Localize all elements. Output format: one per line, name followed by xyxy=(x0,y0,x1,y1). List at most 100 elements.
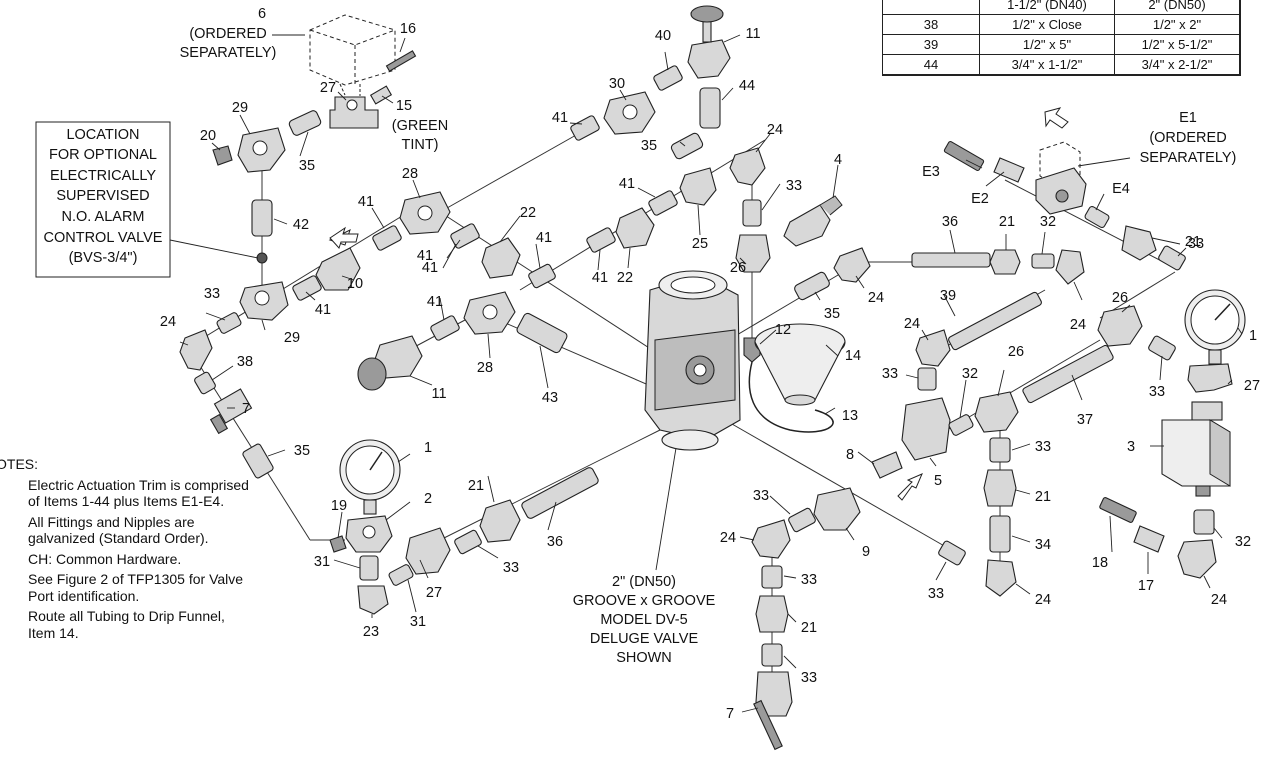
nipple-38-part xyxy=(194,371,216,395)
svg-text:(GREEN: (GREEN xyxy=(392,118,448,134)
svg-text:SUPERVISED: SUPERVISED xyxy=(56,188,149,204)
label-p11a: 11 xyxy=(745,26,760,42)
label-pE4: E4 xyxy=(1112,181,1130,197)
table-cell: 3/4" x 2-1/2" xyxy=(1114,54,1241,76)
label-p19: 19 xyxy=(331,498,347,514)
nipple-size-table: 1-1/2" (DN40) 2" (DN50) 38 1/2" x Close … xyxy=(882,0,1241,76)
nipple-41-g-part xyxy=(648,190,678,216)
callout-valve-caption: 2" (DN50) GROOVE x GROOVE MODEL DV-5 DEL… xyxy=(573,574,716,666)
svg-text:TINT): TINT) xyxy=(401,137,438,153)
svg-text:(BVS-3/4"): (BVS-3/4") xyxy=(69,250,138,266)
fitting-E4-part xyxy=(1084,205,1110,229)
table-row: 39 1/2" x 5" 1/2" x 5-1/2" xyxy=(882,34,1241,55)
label-p15: 15 xyxy=(396,98,412,114)
label-p31b: 31 xyxy=(410,614,426,630)
fitting-8-part xyxy=(871,451,903,479)
svg-text:DELUGE VALVE: DELUGE VALVE xyxy=(590,631,699,647)
nipple-41-i-part xyxy=(430,315,460,341)
label-p30: 30 xyxy=(609,76,625,92)
nipple-36-lower-part xyxy=(521,467,599,519)
label-p24c: 24 xyxy=(868,290,884,306)
table-cell: 3/4" x 1-1/2" xyxy=(979,54,1115,76)
table-cell: 2" (DN50) xyxy=(1114,0,1241,15)
tee-9-part xyxy=(813,487,861,531)
nipple-32-c-part xyxy=(1193,509,1215,535)
svg-text:GROOVE x GROOVE: GROOVE x GROOVE xyxy=(573,593,716,609)
callout-ordered-separately-6: (ORDERED SEPARATELY) xyxy=(180,26,277,61)
leader-lines xyxy=(169,34,1243,713)
nipple-41-h-part xyxy=(586,227,616,253)
drip-funnel-14-part xyxy=(754,323,846,406)
deluge-valve-body-part xyxy=(644,270,741,451)
nipple-33-k-part xyxy=(761,643,783,667)
union-21-b-part xyxy=(1121,225,1157,261)
label-p44: 44 xyxy=(739,78,755,94)
union-21-e-part xyxy=(755,595,789,633)
svg-text:SEPARATELY): SEPARATELY) xyxy=(1140,150,1237,166)
nipple-33-left-part xyxy=(216,312,242,334)
label-p34: 34 xyxy=(1035,537,1051,553)
table-header-row: 1-1/2" (DN40) 2" (DN50) xyxy=(882,0,1241,15)
svg-text:LOCATION: LOCATION xyxy=(66,127,139,143)
nipple-33-h-part xyxy=(989,437,1011,463)
part-labels: 6 16 27 15 29 20 35 42 28 41 41 10 41 33… xyxy=(160,6,1260,722)
table-row: 38 1/2" x Close 1/2" x 2" xyxy=(882,14,1241,35)
label-p41i: 41 xyxy=(427,294,443,310)
label-p24d: 24 xyxy=(1070,317,1086,333)
solenoid-E1-part xyxy=(1035,141,1087,215)
optional-valve-location-dot xyxy=(256,252,268,264)
tee-27-lower-part xyxy=(405,527,451,575)
label-p33h: 33 xyxy=(928,586,944,602)
label-p26b: 26 xyxy=(1008,344,1024,360)
union-22-upper-part xyxy=(481,237,521,279)
nipple-35-mid-part xyxy=(670,132,704,160)
note-item: All Fittings and Nipples are galvanized … xyxy=(28,513,209,547)
label-p24b: 24 xyxy=(767,122,783,138)
ball-valve-7-left-part xyxy=(209,388,253,435)
label-p22b: 22 xyxy=(617,270,633,286)
label-p39: 39 xyxy=(940,288,956,304)
flow-arrow-icon xyxy=(329,226,359,249)
label-p37: 37 xyxy=(1077,412,1093,428)
svg-text:ELECTRICALLY: ELECTRICALLY xyxy=(50,168,156,184)
label-p36a: 36 xyxy=(942,214,958,230)
label-p35a: 35 xyxy=(299,158,315,174)
label-pE3: E3 xyxy=(922,164,940,180)
table-cell: 1/2" x 2" xyxy=(1114,14,1241,35)
svg-text:SHOWN: SHOWN xyxy=(616,650,672,666)
label-p29b: 29 xyxy=(284,330,300,346)
nipple-40-part xyxy=(653,65,683,91)
svg-text:N.O. ALARM: N.O. ALARM xyxy=(62,209,145,225)
label-p26a: 26 xyxy=(730,260,746,276)
table-cell: 1/2" x 5-1/2" xyxy=(1114,34,1241,55)
label-p38: 38 xyxy=(237,354,253,370)
label-p28b: 28 xyxy=(477,360,493,376)
nipple-41-f-part xyxy=(528,263,556,289)
label-p27b: 27 xyxy=(1244,378,1260,394)
elbow-24-mid-part xyxy=(729,147,766,186)
label-p32b: 32 xyxy=(962,366,978,382)
nipple-33-j-part xyxy=(761,565,783,589)
nipple-33-i-part xyxy=(938,540,966,566)
nipple-35-left-part xyxy=(242,443,274,479)
elbow-23-part xyxy=(357,585,389,615)
label-p29a: 29 xyxy=(232,100,248,116)
label-p8: 8 xyxy=(846,447,854,463)
nipple-44-part xyxy=(699,87,721,129)
label-p35c: 35 xyxy=(641,138,657,154)
table-row: 44 3/4" x 1-1/2" 3/4" x 2-1/2" xyxy=(882,54,1241,76)
ball-valve-7-lower-part xyxy=(753,671,793,751)
pressure-gauge-1-left-part xyxy=(339,439,401,515)
callout-e1: E1 (ORDERED SEPARATELY) xyxy=(1077,110,1237,167)
nipple-31-a-part xyxy=(359,555,379,581)
label-p33a: 33 xyxy=(204,286,220,302)
label-p41a: 41 xyxy=(358,194,374,210)
nipple-32-b-part xyxy=(948,414,974,436)
tee-26-lower-part xyxy=(974,391,1019,433)
notes-section: OTES: Electric Actuation Trim is compris… xyxy=(0,456,250,641)
label-p24a: 24 xyxy=(160,314,176,330)
label-p41b: 41 xyxy=(422,260,438,276)
label-p21c: 21 xyxy=(468,478,484,494)
svg-text:(ORDERED: (ORDERED xyxy=(1149,130,1226,146)
